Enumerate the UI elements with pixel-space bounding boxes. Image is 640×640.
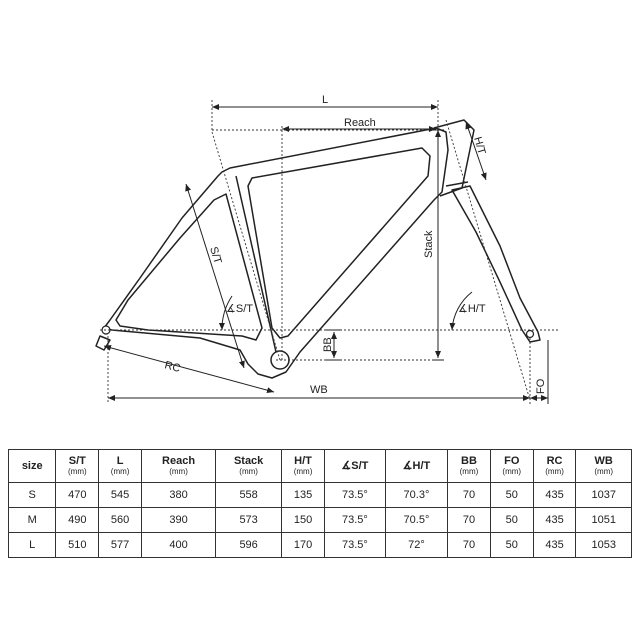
header-fo: FO(mm) — [489, 449, 534, 483]
header-st-angle: ∡S/T — [323, 449, 386, 483]
cell-bb: 70 — [447, 507, 491, 533]
cell-wb: 1037 — [575, 482, 632, 508]
bike-frame — [95, 119, 541, 379]
label-fo: FO — [535, 378, 547, 394]
label-st: S/T — [207, 245, 224, 265]
cell-wb: 1053 — [575, 532, 632, 558]
cell-size: S — [7, 482, 57, 508]
cell-size: L — [7, 532, 57, 558]
label-rc: RC — [163, 359, 182, 375]
fork — [451, 185, 541, 343]
cell-rc: 435 — [532, 482, 577, 508]
label-l: L — [322, 94, 328, 106]
cell-st-angle: 73.5° — [323, 482, 386, 508]
cell-ht: 150 — [281, 507, 325, 533]
dimension-arrows — [103, 104, 549, 404]
cell-ht: 135 — [281, 482, 325, 508]
header-stack: Stack(mm) — [215, 449, 283, 483]
label-stack: Stack — [423, 230, 435, 258]
cell-bb: 70 — [447, 482, 491, 508]
dimension-labels: L Reach H/T S/T Stack ∡S/T ∡H/T BB RC WB… — [163, 94, 547, 396]
cell-stack: 596 — [215, 532, 283, 558]
table-row: S 470 545 380 558 135 73.5° 70.3° 70 50 … — [7, 482, 632, 508]
cell-st: 490 — [55, 507, 100, 533]
cell-bb: 70 — [447, 532, 491, 558]
header-reach: Reach(mm) — [140, 449, 217, 483]
st-dimension-line — [185, 183, 245, 369]
cell-l: 560 — [98, 507, 142, 533]
cell-st: 510 — [55, 532, 100, 558]
label-ht-angle: ∡H/T — [458, 303, 486, 315]
header-st: S/T(mm) — [55, 449, 100, 483]
rear-derailleur-hanger — [95, 335, 111, 351]
head-tube-axis — [445, 119, 531, 401]
header-wb: WB(mm) — [575, 449, 632, 483]
cell-rc: 435 — [532, 532, 577, 558]
cell-stack: 573 — [215, 507, 283, 533]
table-header-row: size S/T(mm) L(mm) Reach(mm) Stack(mm) H… — [7, 449, 632, 483]
rear-triangle-inner — [115, 193, 263, 341]
cell-st: 470 — [55, 482, 100, 508]
cell-ht-angle: 70.3° — [384, 482, 449, 508]
frame-geometry-diagram: L Reach H/T S/T Stack ∡S/T ∡H/T BB RC WB… — [95, 94, 560, 404]
table-row: L 510 577 400 596 170 73.5° 72° 70 50 43… — [7, 532, 632, 558]
cell-st-angle: 73.5° — [323, 532, 386, 558]
header-bb: BB(mm) — [447, 449, 491, 483]
label-ht: H/T — [471, 136, 487, 157]
rc-dimension-line — [103, 344, 275, 394]
main-triangle-inner — [247, 147, 431, 339]
cell-l: 577 — [98, 532, 142, 558]
label-st-angle: ∡S/T — [226, 303, 253, 315]
label-wb: WB — [310, 384, 328, 396]
header-l: L(mm) — [98, 449, 142, 483]
cell-reach: 380 — [140, 482, 217, 508]
cell-reach: 390 — [140, 507, 217, 533]
label-bb: BB — [322, 337, 334, 352]
header-ht: H/T(mm) — [281, 449, 325, 483]
cell-size: M — [7, 507, 57, 533]
cell-ht-angle: 70.5° — [384, 507, 449, 533]
frame-outer-outline — [103, 127, 449, 379]
cell-fo: 50 — [489, 482, 534, 508]
cell-fo: 50 — [489, 532, 534, 558]
header-ht-angle: ∡H/T — [384, 449, 449, 483]
header-rc: RC(mm) — [532, 449, 577, 483]
geometry-table: size S/T(mm) L(mm) Reach(mm) Stack(mm) H… — [7, 449, 632, 558]
cell-st-angle: 73.5° — [323, 507, 386, 533]
cell-ht-angle: 72° — [384, 532, 449, 558]
cell-reach: 400 — [140, 532, 217, 558]
cell-fo: 50 — [489, 507, 534, 533]
ht-dimension-line — [465, 121, 487, 181]
ht-angle-arc — [449, 291, 473, 331]
cell-wb: 1051 — [575, 507, 632, 533]
cell-ht: 170 — [281, 532, 325, 558]
front-dropout — [525, 329, 535, 339]
seat-tube-edge — [235, 175, 277, 353]
cell-l: 545 — [98, 482, 142, 508]
st-angle-arc — [218, 295, 233, 331]
cell-rc: 435 — [532, 507, 577, 533]
cell-stack: 558 — [215, 482, 283, 508]
header-size: size — [7, 449, 57, 483]
label-reach: Reach — [344, 117, 376, 129]
table-row: M 490 560 390 573 150 73.5° 70.5° 70 50 … — [7, 507, 632, 533]
